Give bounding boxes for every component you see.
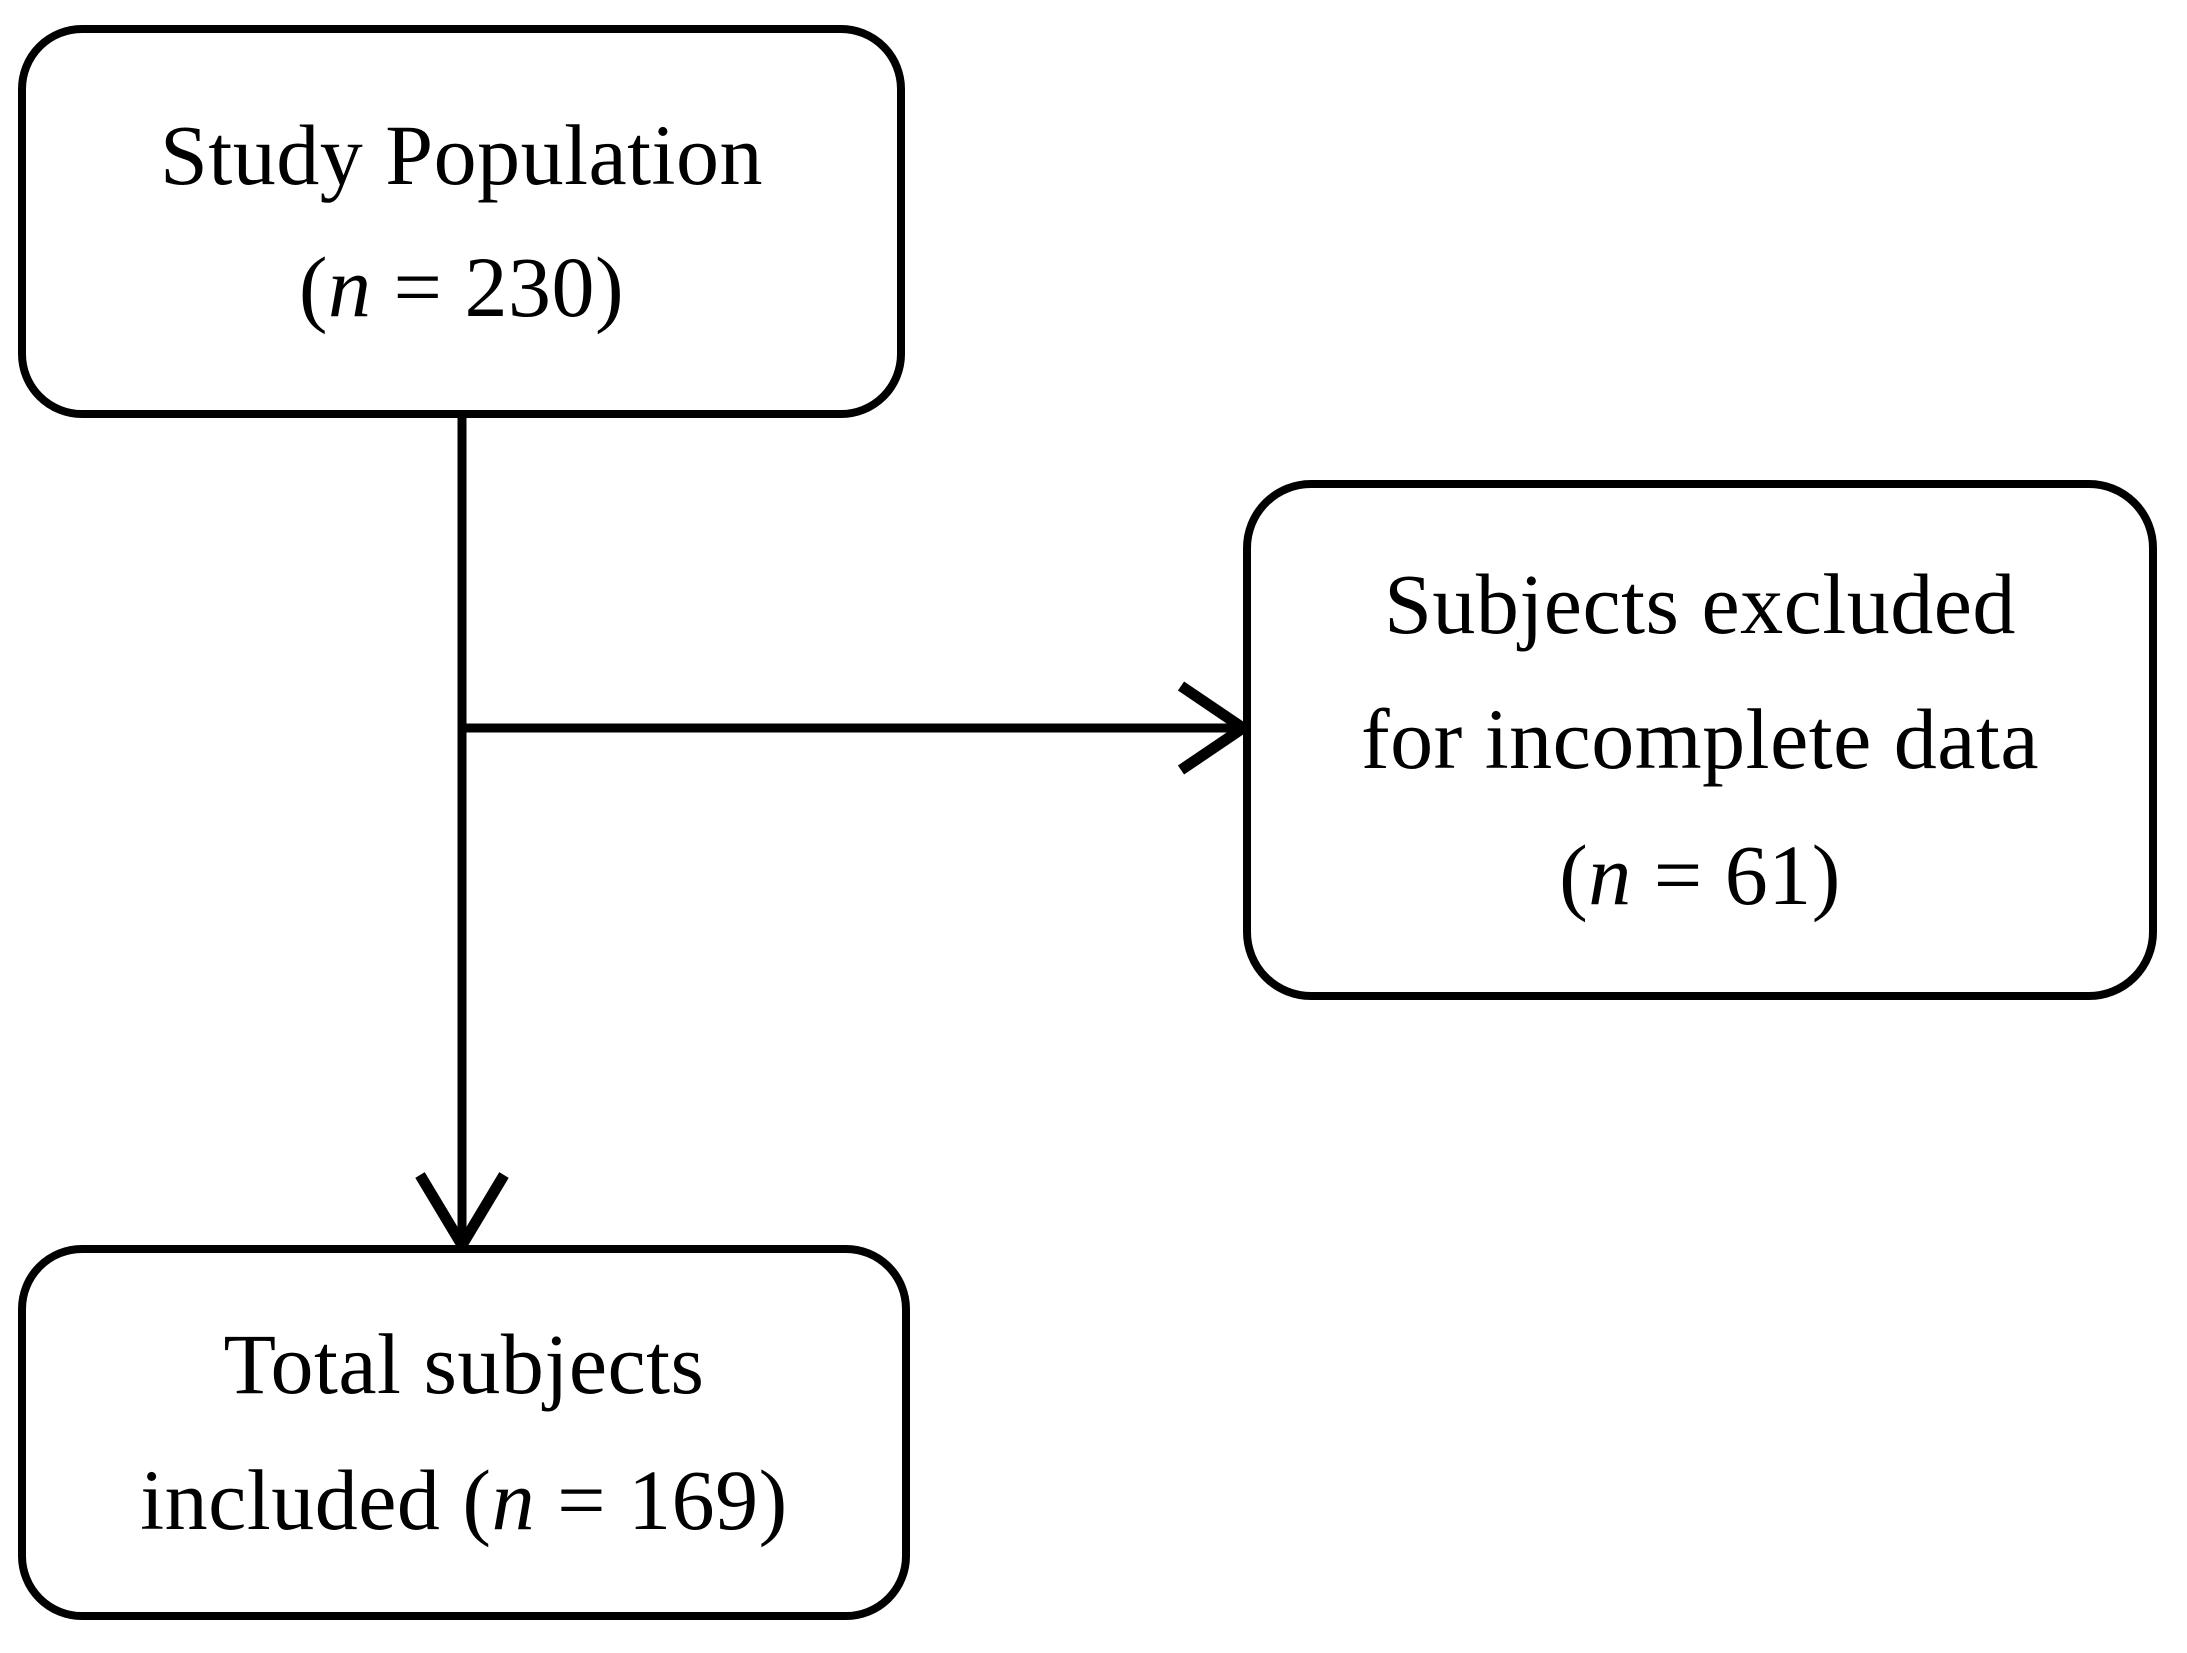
subjects-excluded-box: Subjects excluded for incomplete data (n…	[1243, 480, 2157, 1000]
paren-close: )	[1811, 826, 1841, 923]
subjects-excluded-count: (n = 61)	[1251, 826, 2149, 923]
subjects-excluded-label-line1: Subjects excluded	[1384, 556, 2016, 653]
paren-open: (	[298, 238, 328, 335]
paren-close: )	[595, 238, 625, 335]
equals-sign: =	[371, 238, 465, 335]
count-value: 169	[628, 1451, 759, 1548]
equals-sign: =	[535, 1451, 629, 1548]
variable-n: n	[491, 1451, 536, 1548]
total-included-count: included (n = 169)	[26, 1451, 902, 1548]
total-subjects-included-box: Total subjects included (n = 169)	[18, 1245, 910, 1620]
study-population-label: Study Population	[160, 107, 763, 204]
paren-close: )	[758, 1451, 788, 1548]
total-included-label-line1: Total subjects	[223, 1316, 705, 1413]
equals-sign: =	[1631, 826, 1725, 923]
variable-n: n	[1588, 826, 1632, 923]
included-prefix: included (	[140, 1451, 492, 1548]
subjects-excluded-label-line2: for incomplete data	[1360, 691, 2040, 788]
study-population-count: (n = 230)	[26, 238, 897, 335]
count-value: 61	[1724, 826, 1812, 923]
variable-n: n	[327, 238, 372, 335]
study-population-box: Study Population (n = 230)	[18, 25, 905, 418]
count-value: 230	[464, 238, 595, 335]
paren-open: (	[1559, 826, 1589, 923]
